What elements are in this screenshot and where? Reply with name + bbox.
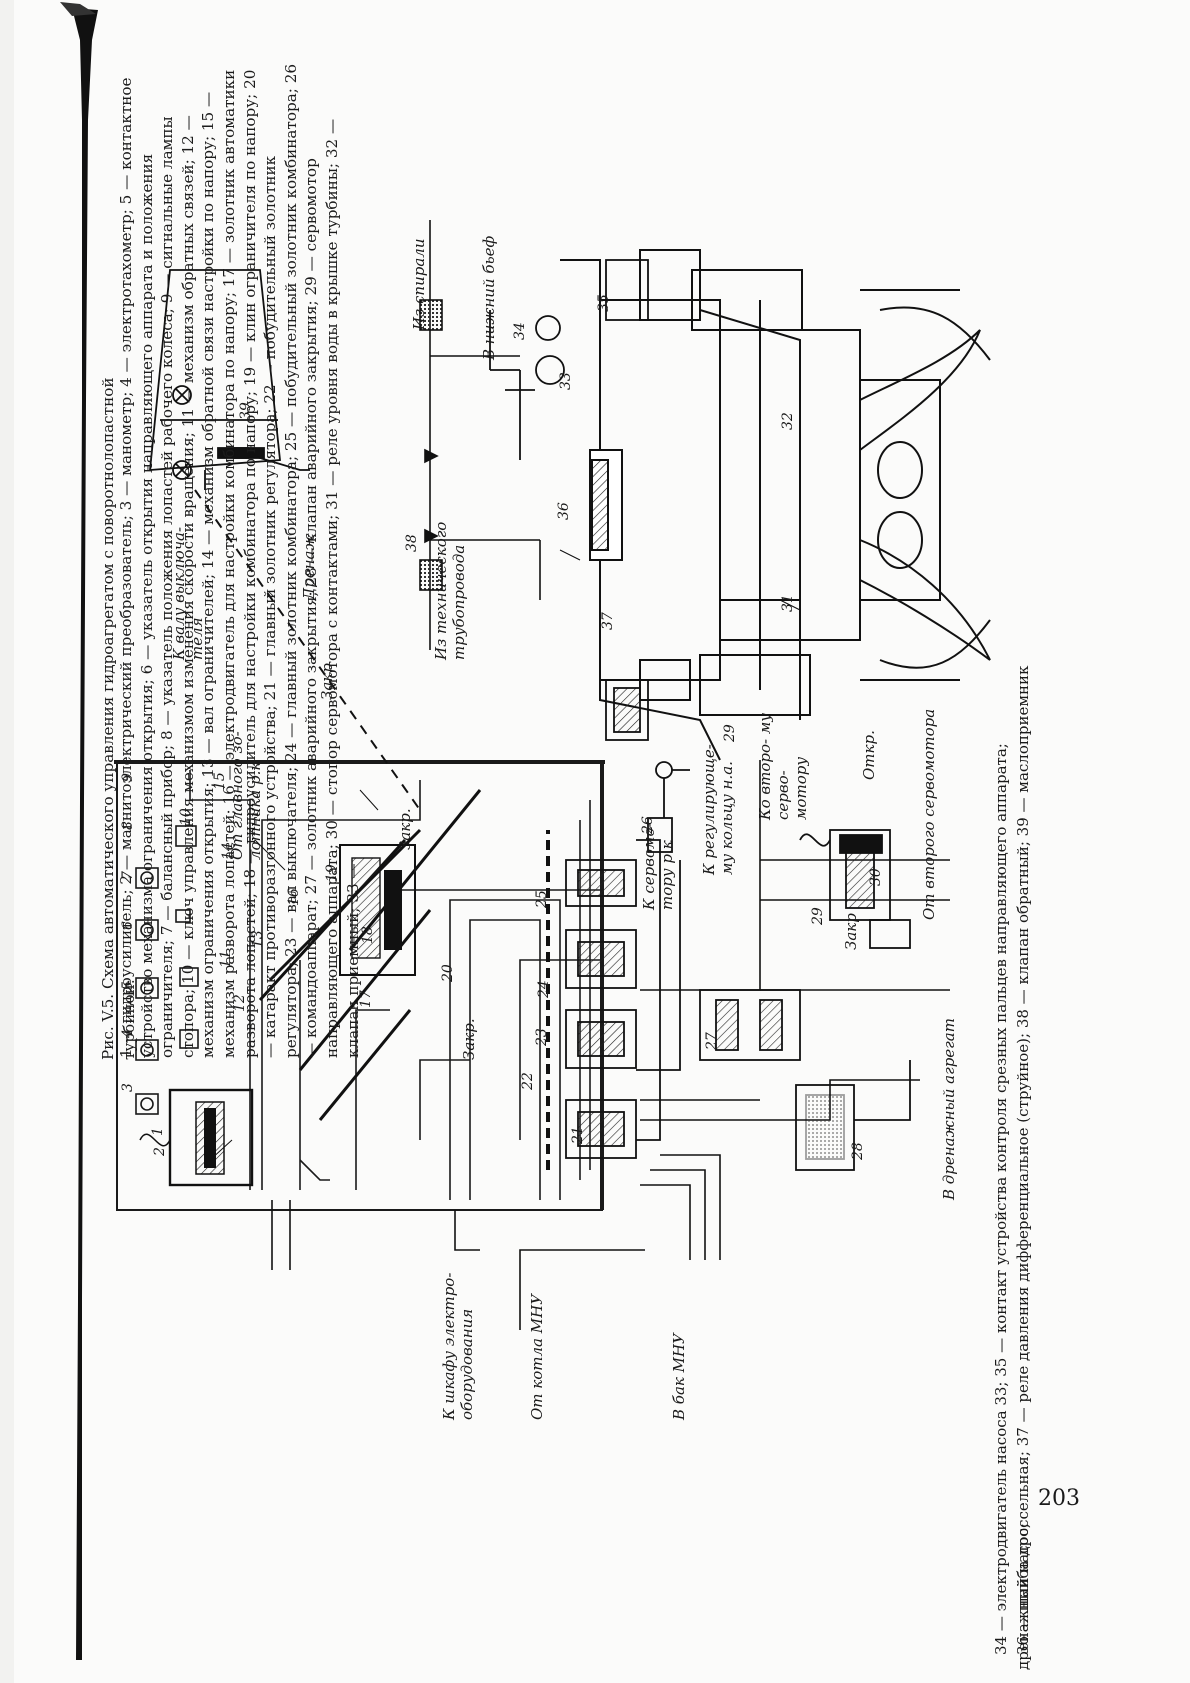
ref-8: 8 [120,821,136,830]
ref-19: 19 [324,864,340,882]
legend-line-bottom-1: 34 — электродвигатель насоса 33; 35 — ко… [992,743,1010,1655]
runner-blades [859,306,991,669]
label-from-spiral: Из спирали [410,238,428,330]
legend-bottom-lead: дренажный насос; [1014,1523,1032,1670]
label-close: Закр [318,663,336,700]
ref-34: 34 [512,322,528,340]
ref-14: 14 [220,842,236,860]
servomotor-29 [799,829,911,949]
label-to-regulating-ring: К регулирующе- му кольцу н.а. [700,744,736,875]
hydraulic-amplifier [139,1088,254,1187]
leader-lines [209,549,801,1161]
tech-water-line [419,220,541,650]
external-piping [271,760,950,1330]
ref-32: 32 [780,412,796,430]
ref-22: 22 [520,1072,536,1090]
ref-7: 7 [120,871,136,880]
ref-15: 15 [212,772,228,790]
ref-29a: 29 [810,907,826,925]
page-number: 203 [1038,1486,1080,1511]
label-to-servo-rk: К сервомо- тору р.к [640,822,676,910]
label-close-cabinet: Закр. [460,1018,478,1060]
emergency-valves [699,989,911,1171]
ref-28: 28 [850,1142,866,1160]
label-to-mnu-tank: В бак МНУ [670,1333,688,1420]
ref-31: 31 [780,594,796,612]
label-to-switch-shaft: К валу выключа- теля [170,526,206,660]
turbine-body [560,249,960,761]
servomotor-29-turbine [605,259,649,741]
ref-27: 27 [704,1032,720,1050]
label-to-drainage-unit: В дренажный агрегат [940,1018,958,1200]
ref-3: 3 [120,1083,136,1092]
ref-16: 16 [286,888,302,906]
drainage-pump [489,310,565,460]
figure-legend: 1 — гидроусилитель; 2 — магнитоэлектриче… [117,63,362,1058]
linkage-bars [258,789,482,1121]
ref-18: 18 [360,926,376,944]
ref-30: 30 [868,868,884,886]
ref-23: 23 [534,1028,550,1046]
ref-20: 20 [440,964,456,982]
label-drainage: Дренаж [300,533,318,600]
label-to-second-servo: Ко второ- му серво- мотору [756,713,810,820]
ref-33: 33 [558,372,574,390]
ref-26: 26 [640,816,656,834]
ref-39: 39 [238,402,254,420]
ref-21: 21 [570,1126,586,1144]
combinator-assembly [339,844,416,976]
ref-29b: 29 [722,724,738,742]
ref-38: 38 [404,534,420,552]
ref-12: 12 [232,994,248,1012]
ref-17: 17 [358,990,374,1008]
label-from-tech-pipe: Из технического трубопровода [432,521,468,660]
ref-10: 10 [178,808,194,826]
ref-9: 9 [120,773,136,782]
ref-24: 24 [536,980,552,998]
ref-2: 2 [152,1147,168,1156]
ref-1: 1 [150,1127,166,1136]
label-from-main-valve: От главного зо- лотника р.к [228,731,264,860]
label-from-second-servo: От второго сервомотора [920,708,938,920]
ref-37: 37 [600,612,616,630]
ref-4: 4 [120,1029,136,1038]
legend-line-bottom-2: 36 — шайба дроссельная; 37 — реле давлен… [1014,665,1032,1655]
label-open: Откр. [860,730,878,780]
ref-6: 6 [120,921,136,930]
label-close-servo: Закр [842,913,860,950]
binding-edge [0,0,98,1683]
ref-5: 5 [120,981,136,990]
instrument-panel [135,825,199,1115]
ref-25: 25 [534,890,550,908]
dashed-control-line [194,489,421,811]
label-from-mnu-boiler: От котла МНУ [528,1293,546,1420]
label-to-electrical-cabinet: К шкафу электро- оборудования [440,1272,476,1420]
label-close-gate: Закр. [396,808,414,850]
ref-11: 11 [218,950,234,968]
label-to-tailwater: В нижний бьеф [480,235,498,360]
ref-13: 13 [250,930,266,948]
command-apparatus [647,761,690,853]
valve-bank [546,830,681,1170]
ref-36: 36 [556,502,572,520]
ref-35: 35 [596,294,612,312]
oil-receiver [148,269,310,490]
